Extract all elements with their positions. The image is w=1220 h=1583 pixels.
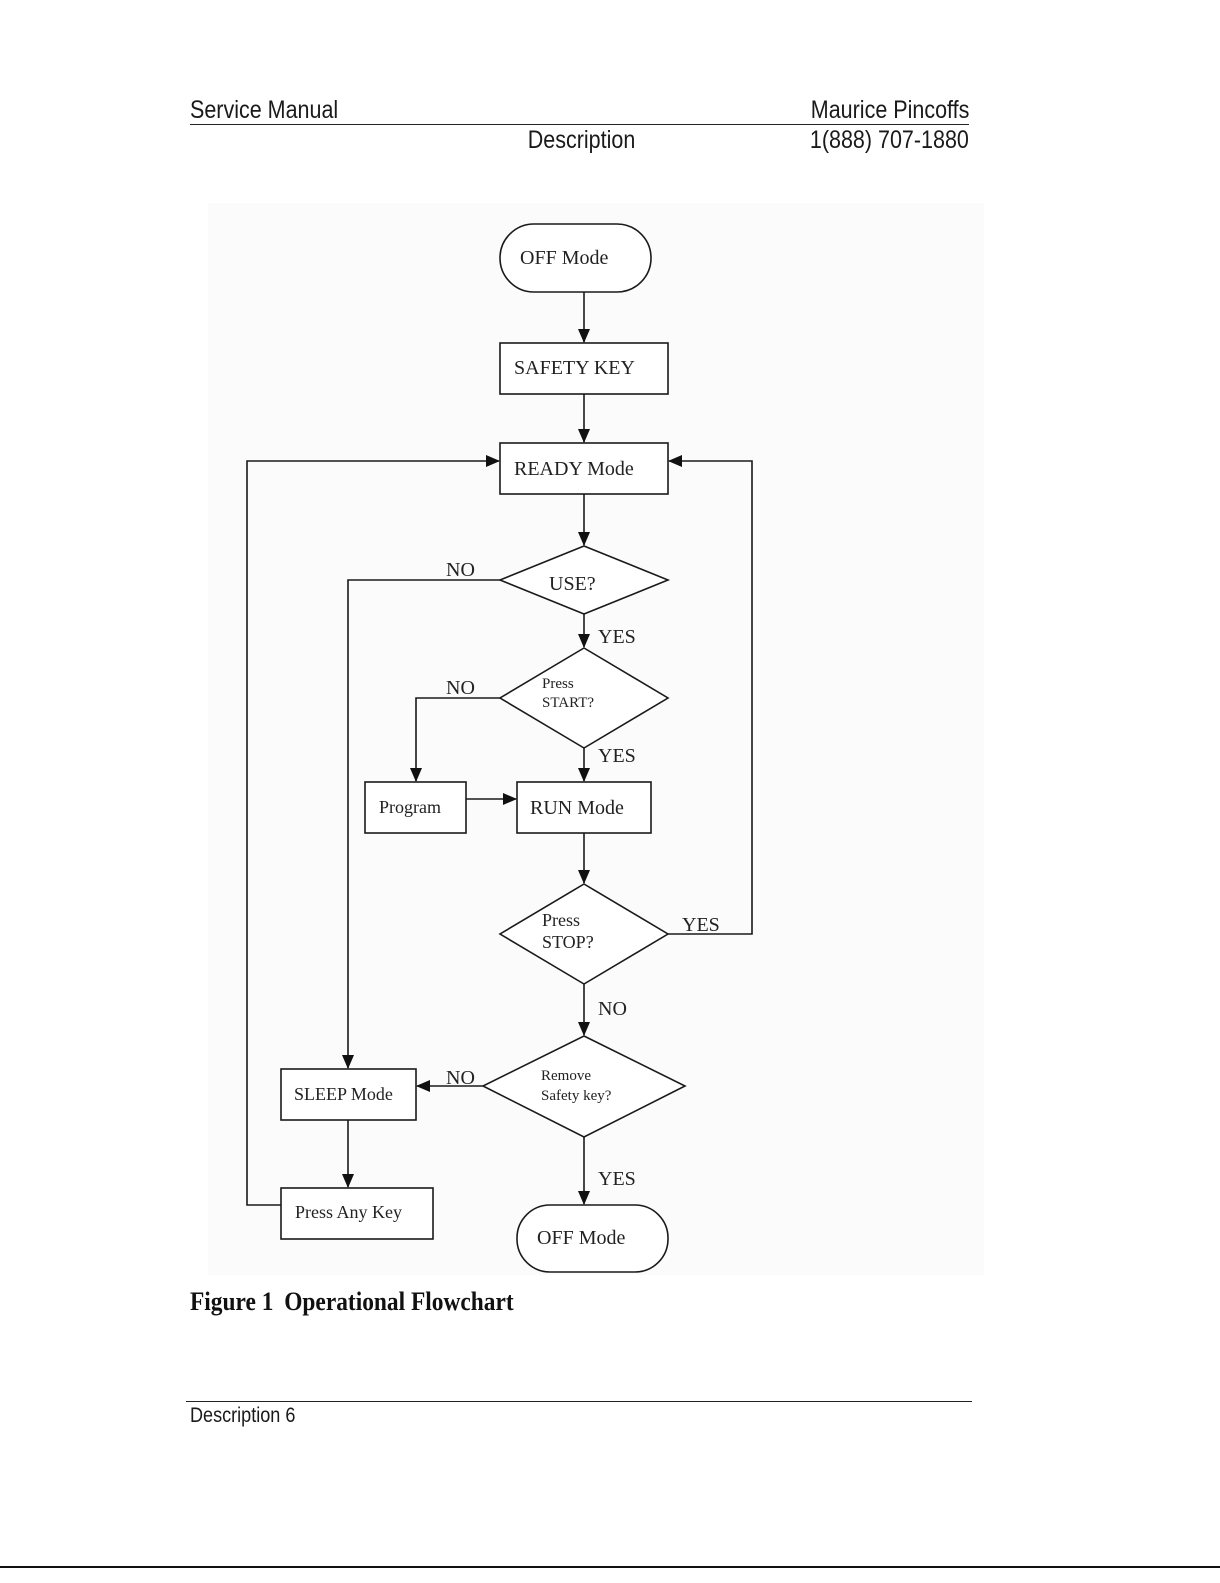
press-start-label-line1: Press: [542, 676, 574, 692]
edge-label-stop-yes: YES: [682, 914, 720, 936]
use-decision-label: USE?: [549, 573, 596, 595]
footer-page-label: Description 6: [190, 1404, 295, 1428]
arrow-stop-yes-to-ready: [668, 461, 752, 934]
off-mode-start-label: OFF Mode: [520, 247, 608, 269]
remove-key-label-line2: Safety key?: [541, 1088, 612, 1104]
off-mode-end-label: OFF Mode: [537, 1227, 625, 1249]
edge-label-start-yes: YES: [598, 745, 636, 767]
run-mode-label: RUN Mode: [530, 797, 624, 819]
arrow-start-no-to-program: [416, 698, 500, 781]
figure-caption: Figure 1 Operational Flowchart: [190, 1287, 514, 1317]
press-any-key-label: Press Any Key: [295, 1202, 402, 1222]
edge-label-remove-yes: YES: [598, 1168, 636, 1190]
press-start-label-line2: START?: [542, 695, 594, 711]
edge-label-use-yes: YES: [598, 626, 636, 648]
footer-rule: [186, 1401, 972, 1402]
figure-title: Operational Flowchart: [284, 1287, 513, 1316]
ready-mode-label: READY Mode: [514, 458, 634, 480]
sleep-mode-label: SLEEP Mode: [294, 1084, 393, 1104]
remove-key-label-line1: Remove: [541, 1068, 591, 1084]
press-stop-label-line2: STOP?: [542, 932, 594, 952]
edge-label-stop-no: NO: [598, 998, 627, 1020]
edge-label-start-no: NO: [446, 677, 475, 699]
remove-key-decision-node: [483, 1036, 685, 1137]
safety-key-label: SAFETY KEY: [514, 357, 635, 379]
figure-number: Figure 1: [190, 1287, 273, 1316]
edge-label-use-no: NO: [446, 559, 475, 581]
program-label: Program: [379, 797, 441, 817]
page-bottom-edge: [0, 1566, 1220, 1568]
edge-label-remove-no: NO: [446, 1067, 475, 1089]
press-stop-label-line1: Press: [542, 910, 580, 930]
